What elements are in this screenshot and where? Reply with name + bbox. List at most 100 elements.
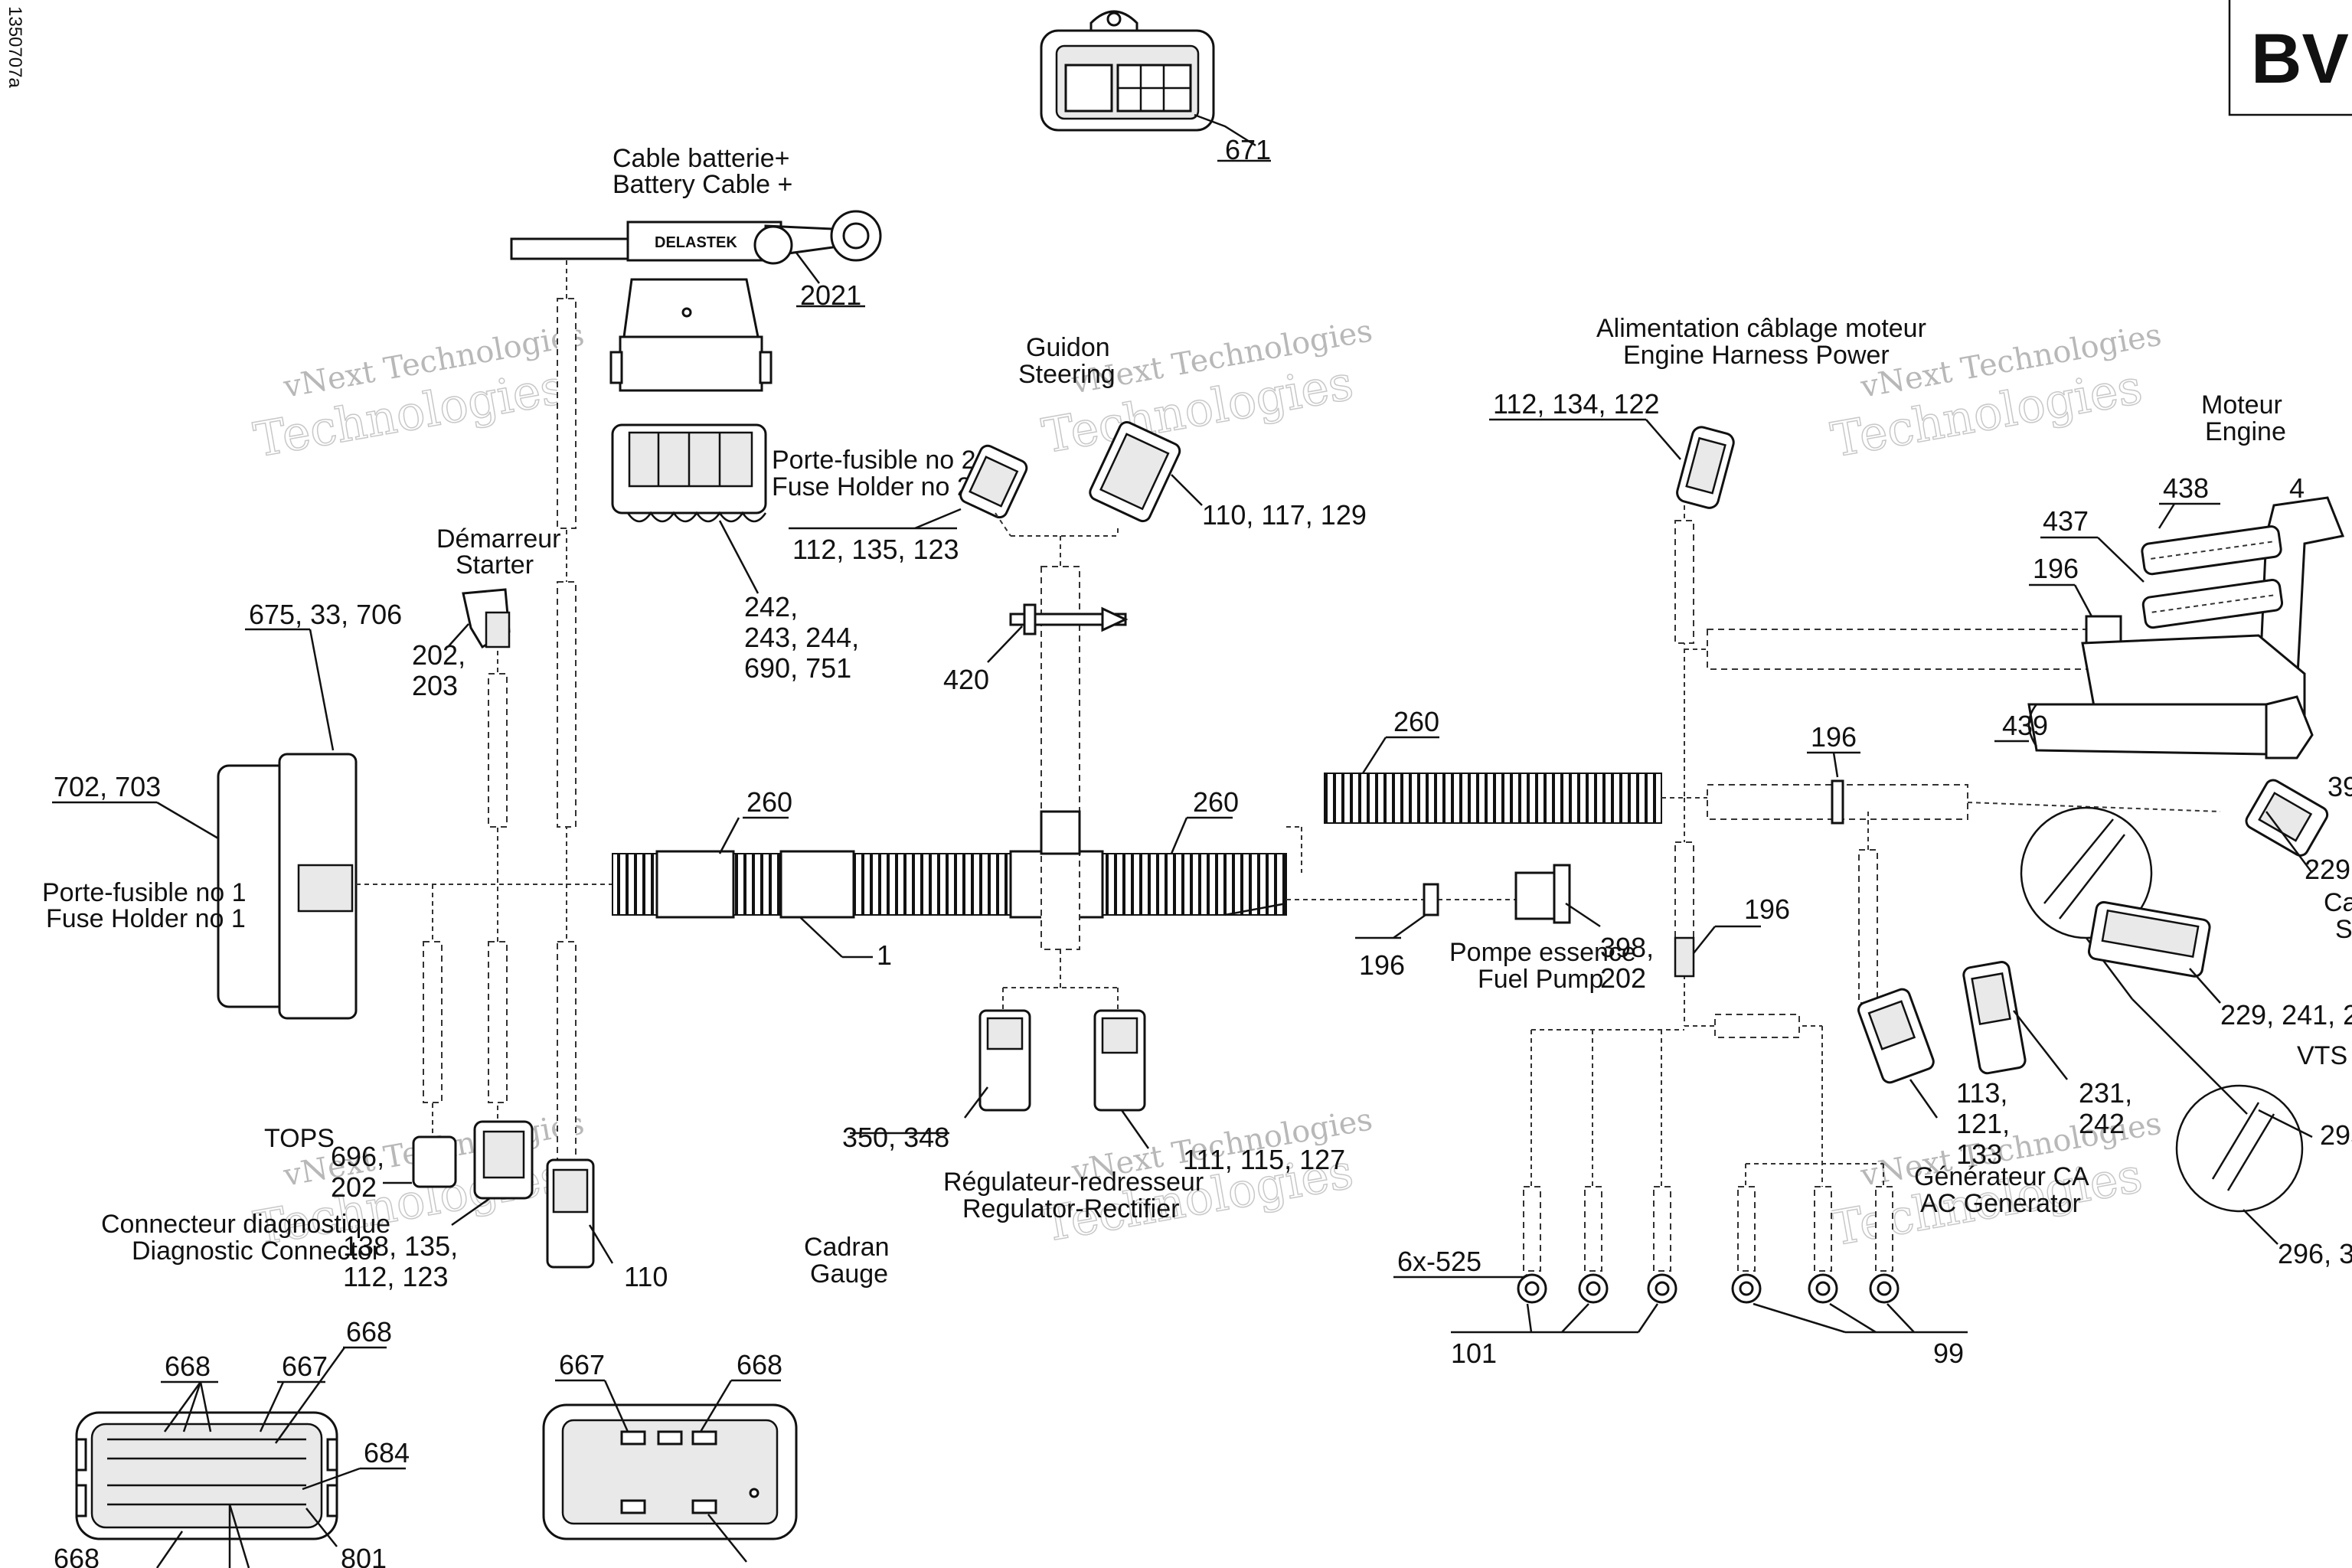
callout-202-l2: 203	[412, 670, 458, 701]
callout-196-a: 196	[2033, 553, 2079, 584]
callout-101: 101	[1451, 1338, 1497, 1369]
engine-harness-power: Alimentation câblage moteur Engine Harne…	[1489, 314, 1926, 796]
callout-801: 801	[341, 1543, 387, 1568]
grommet-420	[1009, 603, 1129, 635]
relay-box	[609, 278, 773, 392]
callout-671: 671	[1225, 134, 1271, 165]
steering-connector-right	[1089, 421, 1181, 523]
starter: Démarreur Starter 202, 203	[412, 524, 560, 1148]
fuel-pump-label-en: Fuel Pump	[1478, 965, 1603, 994]
fuel-pump: 196 Pompe essence Fuel Pump 398, 202	[1286, 864, 1654, 994]
callout-138-l1: 138, 135,	[343, 1230, 458, 1262]
callout-398-l2: 202	[1600, 962, 1646, 994]
fuse-holder-2-label-en: Fuse Holder no 2	[772, 472, 972, 501]
callout-667-b: 667	[559, 1349, 605, 1380]
fuel-pump-label-fr: Pompe essence	[1449, 938, 1636, 967]
callout-398-l1: 398,	[1600, 932, 1654, 963]
right-conduit: 260 196 229, Capteu Spe	[1286, 706, 2352, 1026]
steering-label-fr: Guidon	[1026, 333, 1110, 362]
callout-113-l1: 113,	[1956, 1077, 2007, 1109]
starter-label-en: Starter	[456, 550, 534, 580]
watermark-1: vNext Technologies Technologies	[250, 317, 587, 469]
callout-229-a: 229,	[2305, 854, 2352, 885]
callout-231-l1: 231,	[2079, 1077, 2132, 1109]
bottom-middle-connector: 667 668	[542, 1349, 798, 1563]
callout-242-l1: 242,	[744, 591, 798, 622]
callout-668-b: 668	[346, 1316, 392, 1348]
callout-260-c: 260	[1393, 706, 1439, 737]
connector-671: 671	[1040, 10, 1271, 165]
battery-cable: Cable batterie+ Battery Cable + DELASTEK…	[510, 144, 882, 311]
callout-668-d: 668	[737, 1349, 782, 1380]
fuse-holder-1-label-fr: Porte-fusible no 1	[42, 878, 247, 907]
doc-id: 1350707a	[5, 6, 25, 88]
battery-branch	[557, 260, 577, 1180]
callout-696-l1: 696,	[331, 1141, 384, 1172]
fuse-holder-2-label-fr: Porte-fusible no 2	[772, 446, 976, 475]
engine-power-connector	[1676, 426, 1735, 509]
battery-cable-label-fr: Cable batterie+	[612, 144, 790, 173]
callout-112-b: 112, 134, 122	[1493, 388, 1660, 420]
engine-harness-power-label-en: Engine Harness Power	[1623, 341, 1890, 370]
callout-668-a: 668	[165, 1351, 211, 1382]
gauge-label-en: Gauge	[810, 1259, 888, 1289]
vts-label: VTS	[2297, 1041, 2347, 1070]
callout-39: 39	[2328, 771, 2352, 802]
main-trunk: 260 260 1	[356, 566, 1287, 1133]
connector-231	[1962, 961, 2027, 1075]
badge-text: BV	[2251, 20, 2349, 98]
callout-684: 684	[364, 1437, 410, 1468]
fuse-holder-1: 675, 33, 706 702, 703 Porte-fusible no 1…	[42, 599, 402, 1020]
callout-296: 296, 38	[2278, 1238, 2352, 1269]
callout-420: 420	[943, 664, 989, 695]
callout-242-l2: 243, 244,	[744, 622, 859, 653]
speed-sensor-label-en: Spe	[2335, 915, 2352, 944]
gauge-label-fr: Cadran	[804, 1233, 890, 1262]
callout-439: 439	[2002, 710, 2048, 741]
speed-sensor-label-fr: Capteu	[2324, 888, 2352, 917]
engine-label-en: Engine	[2205, 417, 2286, 446]
tops-label: TOPS	[264, 1124, 335, 1153]
engine-harness-power-label-fr: Alimentation câblage moteur	[1596, 314, 1926, 343]
callout-667-a: 667	[282, 1351, 328, 1382]
ac-generator-label-en: AC Generator	[1920, 1189, 2081, 1218]
battery-cable-label-en: Battery Cable +	[612, 170, 792, 199]
tops-diagnostic: TOPS 696, 202 Connecteur diagnostique Di…	[101, 1120, 668, 1292]
fuse-holder-2: Porte-fusible no 2 Fuse Holder no 2 242,…	[611, 423, 976, 684]
callout-350: 350, 348	[842, 1122, 949, 1153]
callout-196-c: 196	[1359, 949, 1405, 981]
callout-196-b: 196	[1811, 721, 1857, 753]
engine-label-fr: Moteur	[2201, 390, 2282, 420]
callout-696-l2: 202	[331, 1171, 377, 1203]
callout-99: 99	[1933, 1338, 1964, 1369]
callout-4: 4	[2289, 472, 2305, 504]
regulator-branch: 350, 348 111, 115, 127 Régulateur-redres…	[804, 949, 1345, 1289]
callout-525: 6x-525	[1397, 1246, 1481, 1277]
regulator-label-en: Regulator-Rectifier	[962, 1194, 1179, 1223]
engine-connector-438	[2141, 525, 2282, 576]
callout-113-l2: 121,	[1956, 1108, 2010, 1139]
callout-138-l2: 112, 123	[343, 1261, 448, 1292]
ac-generator-label-fr: Générateur CA	[1914, 1162, 2089, 1191]
callout-438: 438	[2163, 472, 2209, 504]
steering-label-en: Steering	[1018, 360, 1116, 389]
callout-229-b: 229, 241, 2	[2220, 999, 2352, 1031]
engine-connector-437	[2141, 579, 2284, 629]
callout-112-a: 112, 135, 123	[792, 534, 959, 565]
callout-111: 111, 115, 127	[1183, 1144, 1345, 1175]
delastek-text: DELASTEK	[655, 234, 737, 251]
fuse-holder-1-label-en: Fuse Holder no 1	[46, 904, 246, 933]
steering-branch: Guidon Steering 112, 135, 123 110, 117, …	[789, 333, 1367, 695]
diag-label-fr: Connecteur diagnostique	[101, 1210, 390, 1239]
diag-label-en: Diagnostic Connector	[132, 1236, 381, 1266]
callout-196-d: 196	[1744, 893, 1790, 925]
callout-437: 437	[2043, 505, 2089, 537]
callout-202-l1: 202,	[412, 639, 466, 671]
section-badge: BV	[2228, 0, 2352, 116]
engine-branch: Moteur Engine 438 4 437 196 439 39	[1684, 390, 2352, 802]
starter-label-fr: Démarreur	[436, 524, 560, 554]
regulator-label-fr: Régulateur-redresseur	[943, 1168, 1204, 1197]
callout-260-b: 260	[1193, 786, 1239, 818]
bottom-left-connector: 668 667 668 684 668 801	[54, 1316, 410, 1568]
